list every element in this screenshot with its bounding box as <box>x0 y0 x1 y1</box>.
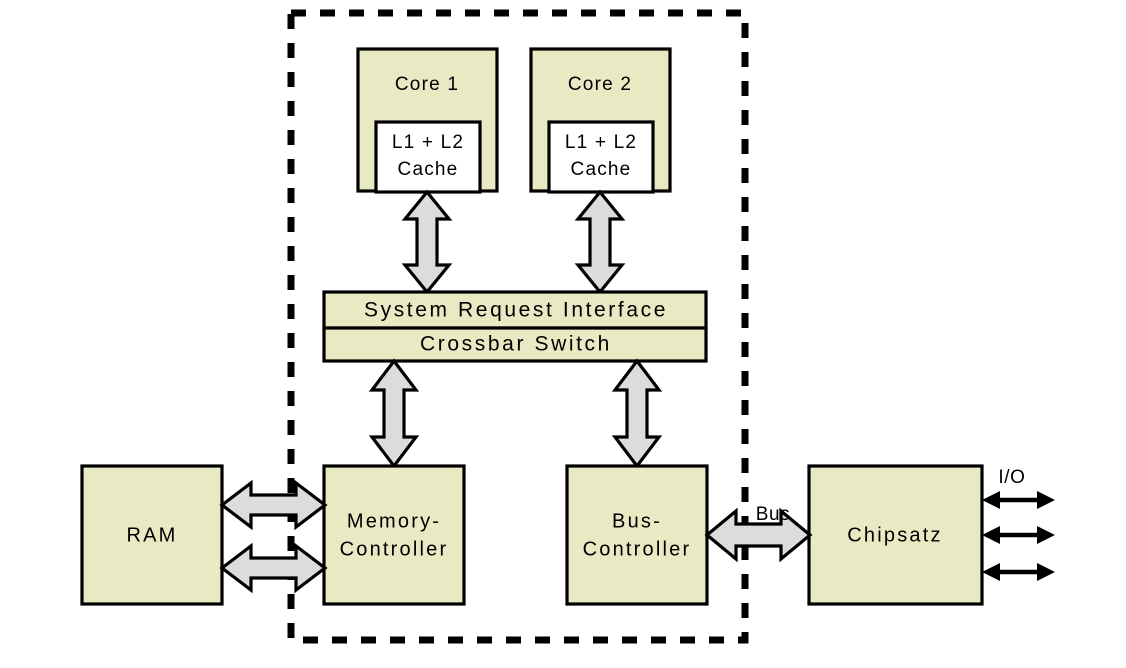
crossbar-switch-label: Crossbar Switch <box>420 333 612 356</box>
arrow-crossbar-to-bus-controller <box>611 358 663 469</box>
crossbar-switch-box[interactable] <box>322 326 708 363</box>
bus-controller-label-line2: Controller <box>583 538 692 560</box>
core-1-cache-label-line1: L1 + L2 <box>392 132 464 153</box>
ram-label: RAM <box>126 524 177 546</box>
chipset-label: Chipsatz <box>847 524 942 546</box>
core-2-label: Core 2 <box>568 74 632 95</box>
io-arrow-lane-1 <box>982 491 1055 509</box>
system-request-interface-box[interactable] <box>322 290 708 330</box>
arrow-core1-to-sri <box>401 189 453 295</box>
memory-controller-label-line2: Controller <box>340 538 449 560</box>
core-1-label: Core 1 <box>395 74 459 95</box>
io-arrow-lane-2 <box>982 526 1055 544</box>
arrow-crossbar-to-memory-controller <box>368 358 420 469</box>
bus-controller-label-line1: Bus- <box>612 510 662 532</box>
arrow-bus-controller-to-chipset <box>704 507 813 563</box>
core-2-cache-label-line2: Cache <box>571 159 632 180</box>
memory-controller-label-line1: Memory- <box>347 510 441 532</box>
arrow-ram-to-memory-controller-upper <box>219 479 328 531</box>
chipset-box[interactable] <box>807 464 984 606</box>
ram-box[interactable] <box>80 464 224 606</box>
bus-controller-box[interactable] <box>565 464 709 606</box>
core-2-cache-label-line1: L1 + L2 <box>565 132 637 153</box>
io-label: I/O <box>998 467 1025 488</box>
core-1-cache-label-line2: Cache <box>398 159 459 180</box>
arrow-core2-to-sri <box>574 189 626 295</box>
bus-label: Bus <box>756 504 791 525</box>
cpu-die-boundary <box>287 9 749 644</box>
io-arrow-lane-3 <box>982 563 1055 581</box>
memory-controller-box[interactable] <box>322 464 466 606</box>
core-2-cache-box[interactable] <box>547 120 655 194</box>
system-request-interface-label: System Request Interface <box>364 299 668 322</box>
arrow-ram-to-memory-controller-lower <box>219 542 328 594</box>
core-1-cache-box[interactable] <box>374 120 482 194</box>
